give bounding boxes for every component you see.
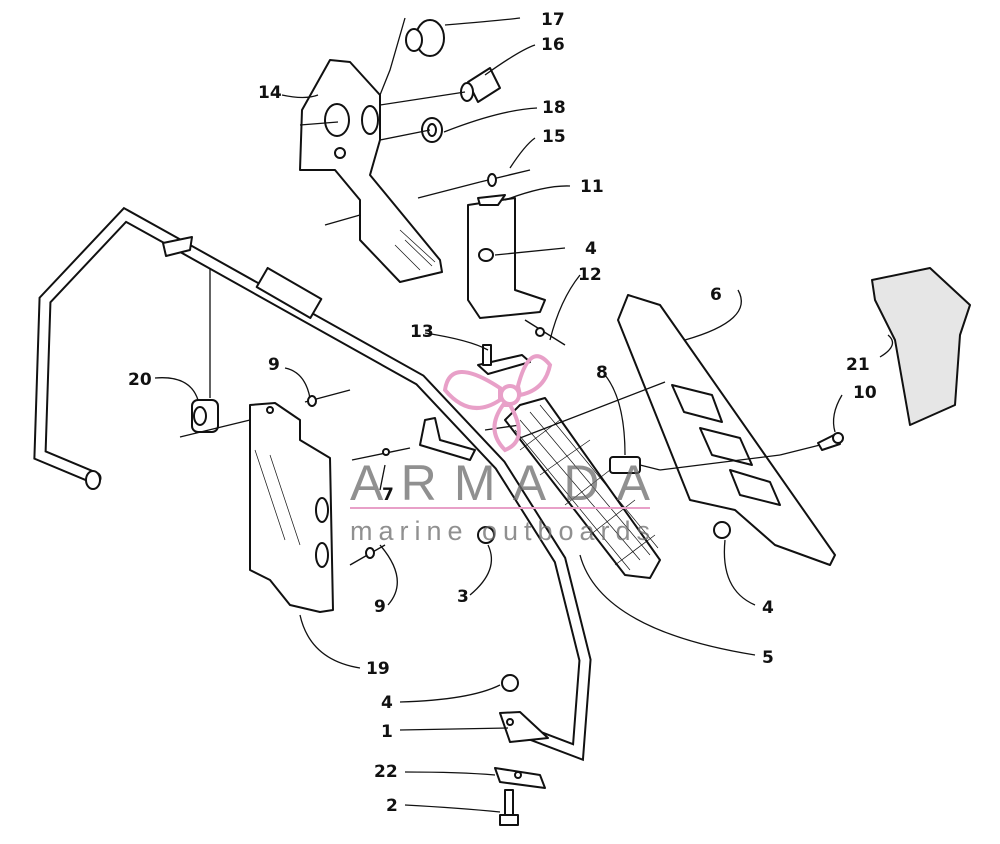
callout-18: 18 bbox=[542, 98, 566, 118]
callout-20: 20 bbox=[128, 370, 152, 390]
fitting-8 bbox=[609, 456, 661, 474]
bushing-17 bbox=[405, 19, 445, 57]
watermark-tagline: marine outboards bbox=[350, 516, 650, 546]
screw-12 bbox=[524, 319, 566, 346]
pad-21 bbox=[871, 267, 971, 426]
pin-15 bbox=[479, 169, 531, 187]
nut-3 bbox=[477, 526, 495, 544]
callout-22: 22 bbox=[374, 762, 398, 782]
bushing-20 bbox=[191, 399, 219, 433]
callout-3: 3 bbox=[457, 587, 469, 607]
callout-4-low: 4 bbox=[381, 693, 393, 713]
pin-9-lower bbox=[349, 544, 386, 566]
callout-21: 21 bbox=[846, 355, 870, 375]
callout-7: 7 bbox=[382, 485, 394, 505]
callout-15: 15 bbox=[542, 127, 566, 147]
washer-18 bbox=[421, 117, 443, 143]
tab-bracket bbox=[419, 417, 476, 461]
bumper-tube bbox=[33, 206, 592, 762]
bushing-16 bbox=[460, 67, 501, 103]
callout-1: 1 bbox=[381, 722, 393, 742]
callout-16: 16 bbox=[541, 35, 565, 55]
pin-7 bbox=[351, 447, 411, 461]
callout-4-top: 4 bbox=[585, 239, 597, 259]
nut-4-low bbox=[501, 674, 519, 692]
foot-1 bbox=[499, 711, 549, 743]
callout-9-lower: 9 bbox=[374, 597, 386, 617]
callout-5: 5 bbox=[762, 648, 774, 668]
mesh-grille-5 bbox=[504, 397, 661, 579]
nut-4-mid bbox=[713, 521, 731, 539]
leader-lines bbox=[154, 17, 894, 813]
callout-4-mid: 4 bbox=[762, 598, 774, 618]
side-plate-6 bbox=[617, 294, 836, 566]
callout-11: 11 bbox=[580, 177, 604, 197]
bracket-11 bbox=[467, 194, 546, 319]
pin-9-upper bbox=[304, 389, 351, 407]
callout-10: 10 bbox=[853, 383, 877, 403]
callout-13: 13 bbox=[410, 322, 434, 342]
plate-22 bbox=[494, 767, 546, 789]
callout-12: 12 bbox=[578, 265, 602, 285]
callout-17: 17 bbox=[541, 10, 565, 30]
callout-6: 6 bbox=[710, 285, 722, 305]
propeller-logo bbox=[442, 354, 553, 453]
upper-bracket-plate bbox=[299, 59, 443, 283]
callout-19: 19 bbox=[366, 659, 390, 679]
bolt-2 bbox=[499, 789, 519, 826]
bolt-10 bbox=[817, 432, 844, 451]
callout-9-upper: 9 bbox=[268, 355, 280, 375]
lower-plate-19 bbox=[249, 402, 334, 613]
callout-2: 2 bbox=[386, 796, 398, 816]
callout-8: 8 bbox=[596, 363, 608, 383]
callout-14: 14 bbox=[258, 83, 282, 103]
callout-labels: 17 16 14 18 15 11 4 12 6 13 21 20 9 8 10… bbox=[128, 10, 877, 816]
